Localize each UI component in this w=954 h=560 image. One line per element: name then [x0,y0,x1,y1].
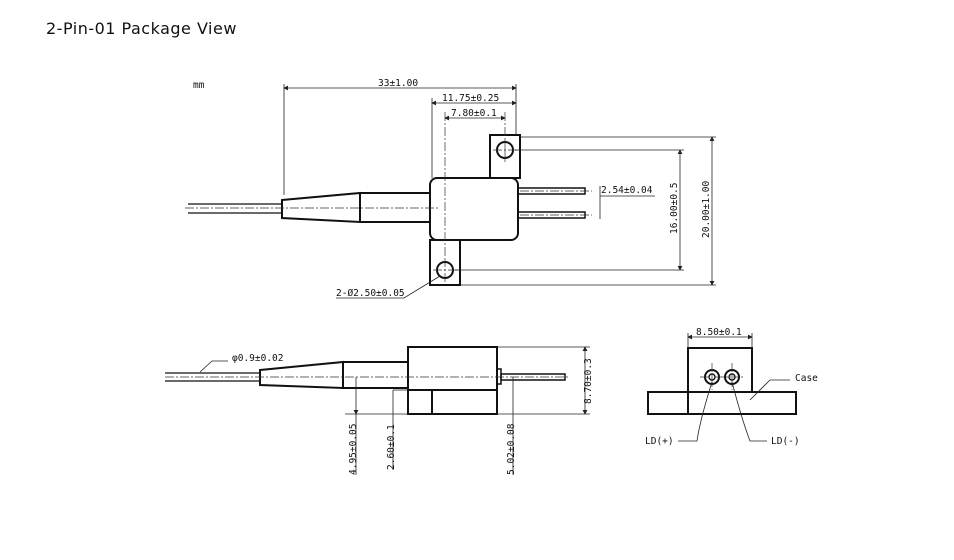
dim-pin-axis: 5.02±0.08 [506,423,517,475]
dim-pin-pitch: 2.54±0.04 [601,185,653,196]
package-body [429,177,519,241]
dim-length: 33±1.00 [378,78,418,89]
dim-fiber-axis: 4.95±0.05 [348,424,359,475]
fiber-tube [342,361,409,389]
dim-body-tab: 11.75±0.25 [442,93,499,104]
side-view: φ0.9±0.02 8.70±0.3 4.95±0.05 2.60±0.1 5.… [165,346,594,475]
end-body [687,347,753,393]
top-view: mm 33±1.00 11.75±0.25 7.80±0.1 2.54±0.04… [185,78,716,299]
unit-label: mm [193,80,205,91]
fiber [165,372,260,382]
dim-base: 2.60±0.1 [386,424,397,470]
dim-fiber: φ0.9±0.02 [232,353,283,364]
page-title: 2-Pin-01 Package View [46,19,237,38]
fiber-tube [359,192,431,223]
fiber [188,203,282,214]
dim-height: 8.70±0.3 [583,358,594,404]
package-body [407,346,498,415]
ld-minus-label: LD(-) [771,436,800,447]
dim-holes: 2-Ø2.50±0.05 [336,288,405,299]
ld-plus-label: LD(+) [645,436,674,447]
dim-hole-spacing: 16.00±0.5 [669,183,680,234]
end-base [647,391,797,415]
case-label: Case [795,373,818,384]
end-view: 8.50±0.1 Case LD(+) LD(-) [645,327,818,447]
dim-hole-offset: 7.80±0.1 [451,108,497,119]
fiber-boot [259,360,344,390]
fiber-boot [281,191,361,224]
dim-width: 8.50±0.1 [696,327,742,338]
dim-tab-span: 20.00±1.00 [701,181,712,238]
